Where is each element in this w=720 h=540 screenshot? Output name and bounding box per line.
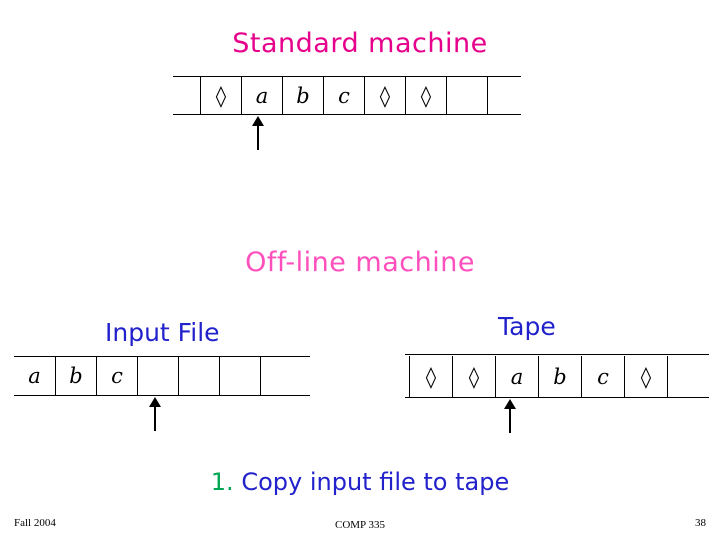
tape-cell: a <box>495 356 539 397</box>
tape-head-arrow <box>251 116 265 150</box>
tape-cell: ◊ <box>409 356 453 397</box>
arrow-tip-icon <box>252 116 264 126</box>
input-tape-head-arrow <box>148 397 162 431</box>
tape-cell: b <box>55 357 97 395</box>
arrow-tip-icon <box>149 397 161 407</box>
work-tape-bottom-line <box>405 397 709 398</box>
tape-cell <box>137 357 179 395</box>
tape-cell: ◊ <box>200 77 242 115</box>
tape-cell <box>219 357 261 395</box>
tape-cell: c <box>581 356 625 397</box>
input-file-label: Input File <box>105 318 220 347</box>
tape-cells: ◊ a b c ◊ ◊ <box>200 77 488 115</box>
work-tape-top-line <box>405 354 709 355</box>
tape-label: Tape <box>498 312 556 341</box>
tape-cell: a <box>241 77 283 115</box>
footer-course: COMP 335 <box>334 519 386 531</box>
tape-bottom-line <box>173 114 521 115</box>
standard-machine-title: Standard machine <box>232 28 488 59</box>
input-tape-bottom-line <box>14 395 310 396</box>
tape-cell: c <box>323 77 365 115</box>
tape-cell: b <box>282 77 324 115</box>
tape-cell: ◊ <box>405 77 447 115</box>
tape-top-line <box>173 76 521 77</box>
tape-cell <box>446 77 488 115</box>
arrow-shaft <box>509 407 511 433</box>
offline-machine-title: Off-line machine <box>245 247 475 278</box>
work-tape-cells: ◊ ◊ a b c ◊ <box>409 356 668 397</box>
tape-cell: ◊ <box>624 356 668 397</box>
tape-cell <box>178 357 220 395</box>
tape-cell: a <box>14 357 56 395</box>
work-tape-head-arrow <box>503 399 517 433</box>
bullet-text: Copy input file to tape <box>241 468 510 496</box>
input-tape-cells: a b c <box>14 357 301 395</box>
input-tape-top-line <box>14 356 310 357</box>
footer-date: Fall 2004 <box>14 517 56 529</box>
bullet-number: 1. <box>210 468 234 496</box>
tape-cell: c <box>96 357 138 395</box>
tape-cell <box>260 357 302 395</box>
arrow-shaft <box>257 124 259 150</box>
bullet-item: 1. Copy input file to tape <box>0 468 720 496</box>
tape-cell: b <box>538 356 582 397</box>
footer-page-number: 38 <box>695 517 706 529</box>
tape-cell: ◊ <box>452 356 496 397</box>
arrow-shaft <box>154 405 156 431</box>
tape-cell: ◊ <box>364 77 406 115</box>
arrow-tip-icon <box>504 399 516 409</box>
